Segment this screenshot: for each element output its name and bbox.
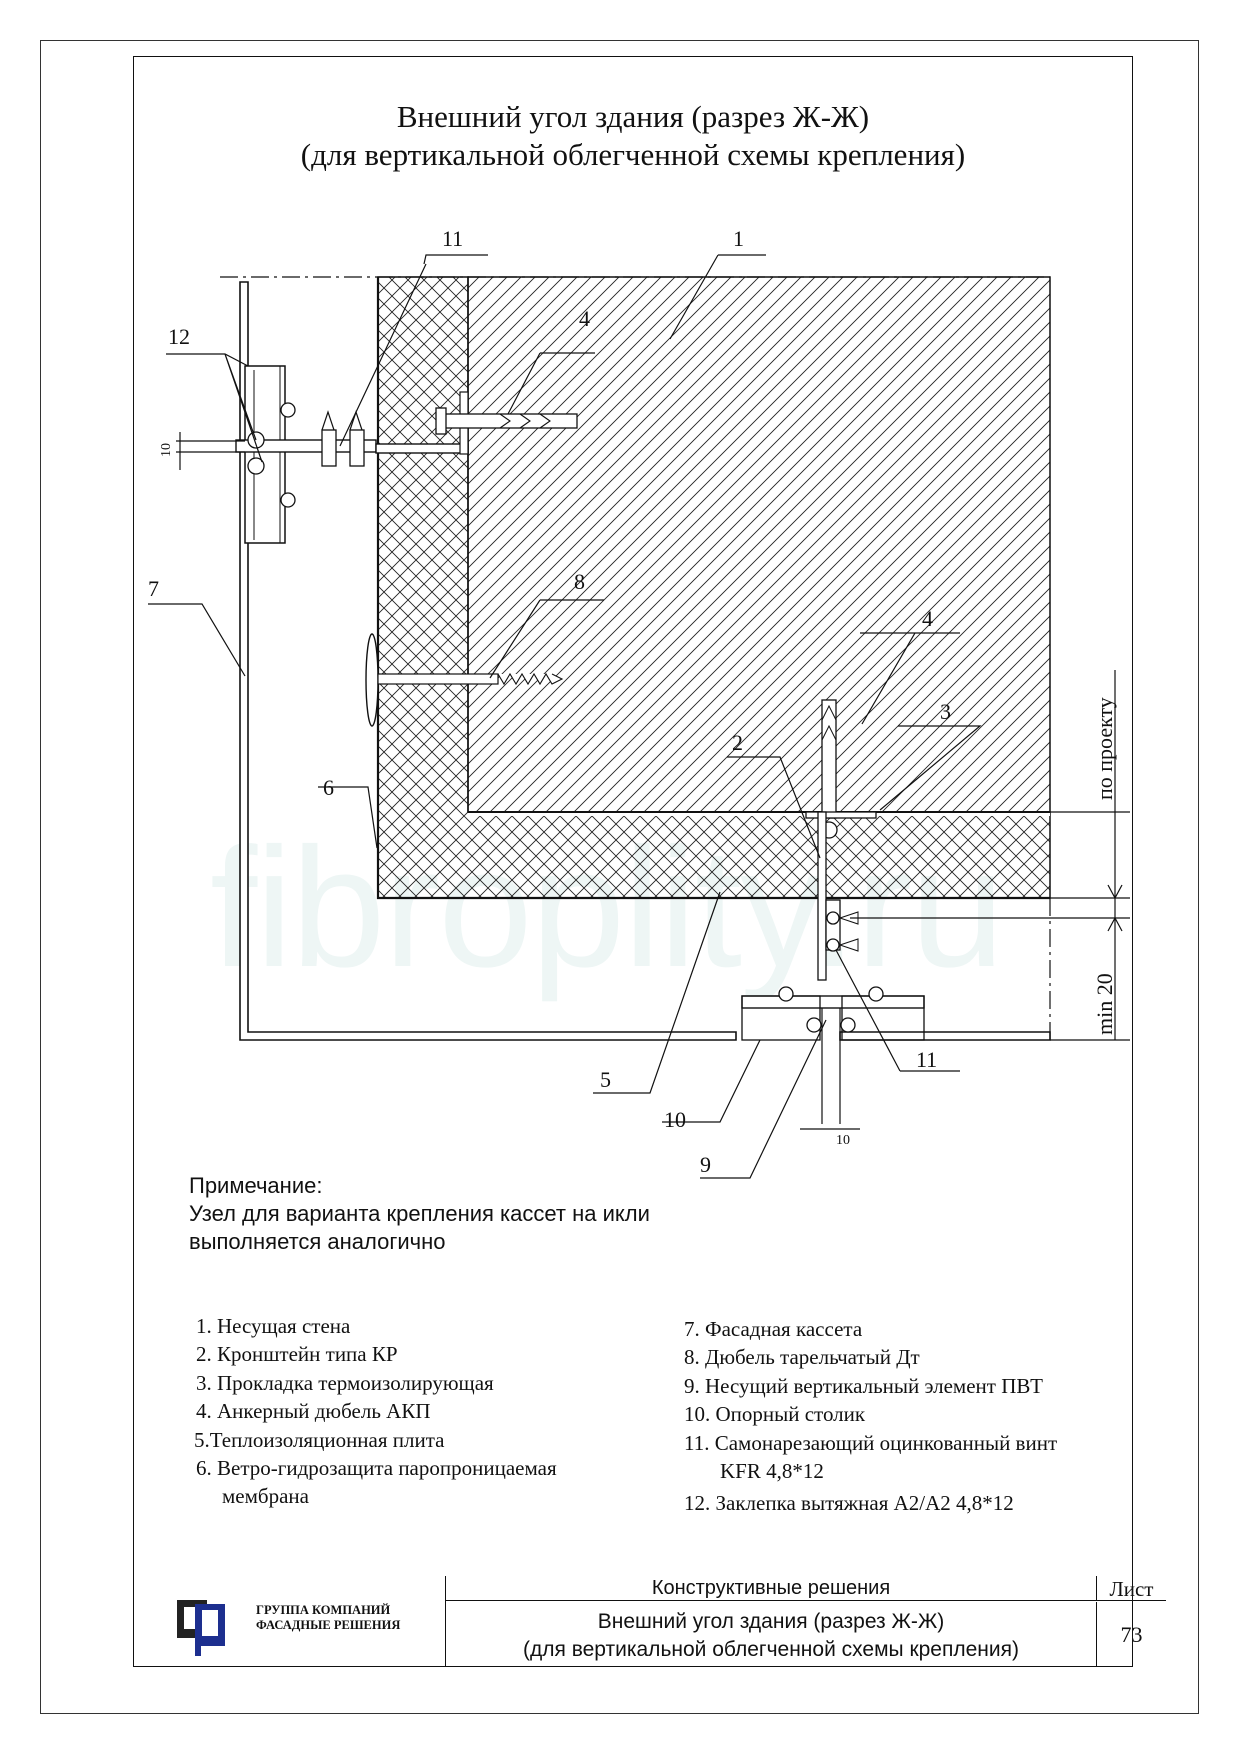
dim-left-10: 10: [159, 443, 174, 457]
dim-min20: min 20: [1092, 973, 1117, 1035]
callout-12: 12: [168, 324, 190, 349]
company-line-1: ГРУППА КОМПАНИЙ: [256, 1603, 391, 1617]
legend-item: 3. Прокладка термоизолирующая: [196, 1370, 494, 1395]
legend-item: 8. Дюбель тарельчатый Дт: [684, 1345, 920, 1370]
callout-4-lower: 4: [922, 606, 933, 631]
legend-item: KFR 4,8*12: [720, 1459, 824, 1484]
callout-5: 5: [600, 1067, 611, 1092]
dimension-left: [176, 432, 245, 470]
dim-per-project: по проекту: [1092, 697, 1117, 800]
callout-1: 1: [733, 226, 744, 251]
callout-4-upper: 4: [579, 306, 590, 331]
legend-item: 9. Несущий вертикальный элемент ПВТ: [684, 1373, 1043, 1398]
plate-dowel: [365, 633, 564, 727]
sheet-number: 73: [1096, 1602, 1166, 1667]
legend-item: мембрана: [222, 1484, 309, 1509]
facade-cassette: [239, 281, 737, 1041]
callout-11-upper: 11: [442, 226, 463, 251]
legend-item: 4. Анкерный дюбель АКП: [196, 1399, 431, 1424]
legend-item: 7. Фасадная кассета: [684, 1317, 863, 1341]
note-line-1: Узел для варианта крепления кассет на ик…: [189, 1201, 650, 1226]
stamp-title: Внешний угол здания (разрез Ж-Ж) (для ве…: [446, 1602, 1096, 1673]
dimension-lines-right: [850, 670, 1130, 1041]
legend-right: 7. Фасадная кассета 8. Дюбель тарельчаты…: [684, 1315, 1057, 1518]
anchor-dowel-upper: [435, 407, 578, 435]
legend-item: 6. Ветро-гидрозащита паропроницаемая: [196, 1456, 557, 1481]
callout-7: 7: [148, 576, 159, 601]
lower-bracket-assembly: [741, 699, 925, 1124]
legend-item: 12. Заклепка вытяжная А2/А2 4,8*12: [684, 1491, 1014, 1516]
title-block: ГРУППА КОМПАНИЙ ФАСАДНЫЕ РЕШЕНИЯ Констру…: [133, 1576, 1166, 1667]
title-line-2: (для вертикальной облегченной схемы креп…: [300, 137, 966, 172]
legend-item: 11. Самонарезающий оцинкованный винт: [684, 1430, 1058, 1455]
callout-8: 8: [574, 569, 585, 594]
sheet-outer-frame: [40, 40, 1199, 1714]
callout-9: 9: [700, 1152, 711, 1177]
sheet-label: Лист: [1096, 1576, 1166, 1601]
stamp-title-line-1: Внешний угол здания (разрез Ж-Ж): [597, 1610, 945, 1633]
dim-bottom-10: 10: [836, 1133, 850, 1148]
legend-item: 10. Опорный столик: [684, 1402, 866, 1427]
company-logo-block: ГРУППА КОМПАНИЙ ФАСАДНЫЕ РЕШЕНИЯ: [133, 1576, 446, 1667]
callout-2: 2: [732, 730, 743, 755]
leader-lines: [148, 254, 982, 1179]
legend-left: 1. Несущая стена 2. Кронштейн типа КР 3.…: [194, 1312, 557, 1511]
note-heading: Примечание:: [189, 1173, 323, 1198]
sheet-inner-frame: [133, 56, 1133, 1667]
note-line-2: выполняется аналогично: [189, 1229, 446, 1254]
company-line-2: ФАСАДНЫЕ РЕШЕНИЯ: [256, 1618, 401, 1632]
company-logo-icon: [177, 1600, 225, 1656]
legend-item: 1. Несущая стена: [196, 1314, 351, 1338]
callout-6: 6: [323, 775, 334, 800]
drawing-title: Внешний угол здания (разрез Ж-Ж) (для ве…: [133, 98, 1133, 174]
legend-item: 2. Кронштейн типа КР: [196, 1342, 398, 1367]
callout-10: 10: [664, 1107, 686, 1132]
stamp-title-line-2: (для вертикальной облегченной схемы креп…: [522, 1638, 1019, 1661]
legend-item: 5.Теплоизоляционная плита: [194, 1427, 445, 1452]
callout-11-lower: 11: [916, 1047, 937, 1072]
title-line-1: Внешний угол здания (разрез Ж-Ж): [396, 99, 870, 134]
upper-bracket-assembly: [235, 365, 469, 544]
stamp-header: Конструктивные решения: [446, 1576, 1096, 1601]
callout-3: 3: [940, 699, 951, 724]
bearing-wall: [467, 276, 1051, 813]
company-name: ГРУППА КОМПАНИЙ ФАСАДНЫЕ РЕШЕНИЯ: [256, 1603, 400, 1633]
note-block: Примечание: Узел для варианта крепления …: [189, 1172, 650, 1256]
